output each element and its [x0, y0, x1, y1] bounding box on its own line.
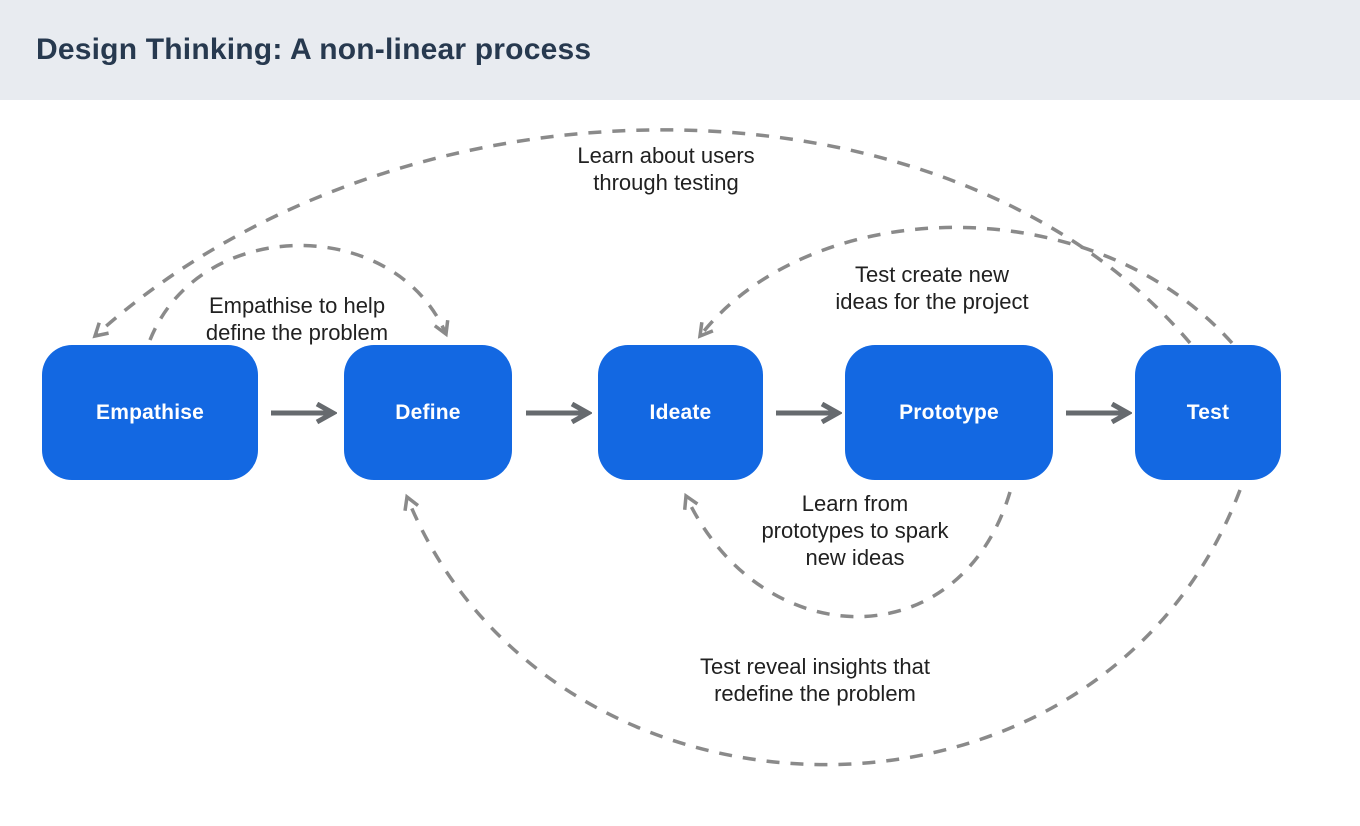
annotation-empathise-define: Empathise to help define the problem — [206, 292, 388, 346]
annotation-test-create-ideas: Test create new ideas for the project — [835, 261, 1028, 315]
annotation-learn-about-users: Learn about users through testing — [577, 142, 754, 196]
annotation-line: through testing — [593, 170, 739, 195]
annotation-line: redefine the problem — [714, 681, 916, 706]
stage-empathise: Empathise — [42, 345, 258, 480]
page-title: Design Thinking: A non-linear process — [36, 33, 592, 66]
loop-arc-empathise-to-define — [148, 243, 450, 341]
annotation-line: define the problem — [205, 320, 389, 345]
stage-ideate-label: Ideate — [649, 400, 712, 424]
stage-test: Test — [1135, 345, 1281, 480]
loop-arc-test-to-define — [403, 489, 1242, 767]
annotation-line: new ideas — [805, 545, 905, 570]
annotation-line: Test create new — [854, 262, 1010, 287]
annotation-line: prototypes to spark — [761, 518, 949, 543]
diagram-arrows-layer — [92, 128, 1242, 767]
stage-define: Define — [344, 345, 512, 480]
annotation-line: ideas for the project — [835, 289, 1029, 314]
annotation-learn-from-prototypes: Learn from prototypes to spark new ideas — [761, 490, 948, 571]
stage-prototype-label: Prototype — [899, 400, 999, 424]
annotation-test-reveal-insights: Test reveal insights that redefine the p… — [700, 653, 930, 707]
stage-test-label: Test — [1186, 400, 1230, 424]
stage-empathise-label: Empathise — [96, 400, 204, 424]
stage-prototype: Prototype — [845, 345, 1053, 480]
annotation-line: Empathise to help — [208, 293, 386, 318]
page-header: Design Thinking: A non-linear process — [0, 0, 1360, 100]
stage-ideate: Ideate — [598, 345, 763, 480]
annotation-line: Learn from — [801, 491, 909, 516]
annotation-line: Test reveal insights that — [700, 654, 930, 679]
loop-arc-prototype-to-ideate — [682, 491, 1012, 619]
loop-arc-test-to-empathise — [92, 128, 1192, 345]
annotation-line: Learn about users — [577, 143, 755, 168]
design-thinking-diagram: Empathise Define Ideate Prototype Test L… — [0, 100, 1360, 826]
stage-define-label: Define — [395, 400, 461, 424]
